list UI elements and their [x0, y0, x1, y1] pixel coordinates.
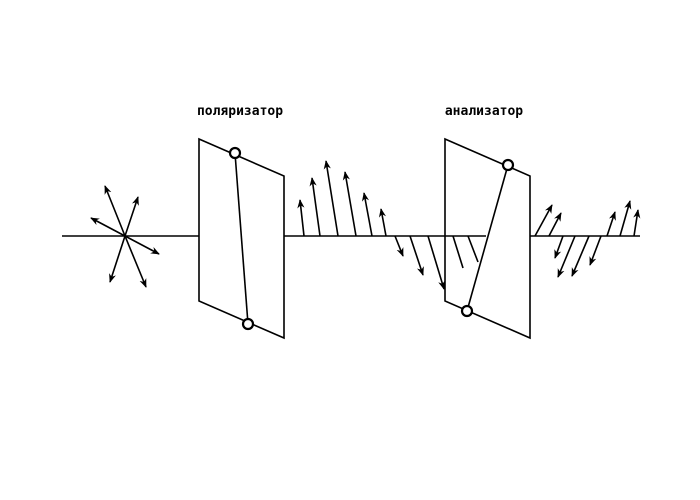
polarizer: поляризатор — [197, 104, 285, 340]
star-arrow-1 — [104, 185, 126, 237]
star-arrow-2 — [124, 196, 139, 237]
out-arrow-7 — [606, 211, 616, 237]
out-arrow-8 — [619, 200, 632, 237]
out-arrow-2 — [548, 212, 562, 237]
star-arrow-6 — [124, 235, 147, 288]
wave-arrow-1 — [297, 199, 305, 237]
out-arrow-1 — [534, 204, 553, 237]
out-arrow-9 — [633, 209, 641, 237]
wave-arrow-6 — [378, 208, 387, 237]
star-arrow-5 — [109, 235, 126, 283]
out-arrow-6 — [589, 235, 602, 266]
analyzer-visible-stroke-2 — [467, 235, 479, 263]
polarizer-axis — [234, 152, 249, 325]
polarizer-top-pin — [228, 146, 242, 160]
out-arrow-5 — [571, 235, 590, 277]
analyzer-visible-stroke-1 — [452, 235, 464, 269]
wave-arrow-8 — [409, 235, 424, 276]
wave-arrow-4 — [342, 171, 357, 237]
wave-arrow-2 — [309, 177, 321, 237]
analyzer-axis — [466, 164, 509, 312]
out-arrow-3 — [554, 235, 564, 259]
star-arrow-3 — [90, 217, 126, 237]
transmitted-wave — [534, 200, 641, 278]
star-arrow-4 — [124, 235, 160, 255]
out-arrow-4 — [557, 235, 576, 278]
wave-arrow-9 — [427, 235, 446, 290]
analyzer-label: анализатор — [445, 104, 523, 119]
unpolarized-light-star — [90, 185, 160, 288]
polarizer-label: поляризатор — [197, 104, 283, 119]
wave-arrow-3 — [323, 160, 339, 237]
analyzer-top-pin — [501, 158, 515, 172]
analyzer-bottom-pin — [460, 304, 474, 318]
analyzer: анализатор — [444, 104, 531, 340]
wave-arrow-5 — [361, 192, 373, 237]
wave-arrow-7 — [394, 235, 404, 257]
polarizer-bottom-pin — [241, 317, 255, 331]
